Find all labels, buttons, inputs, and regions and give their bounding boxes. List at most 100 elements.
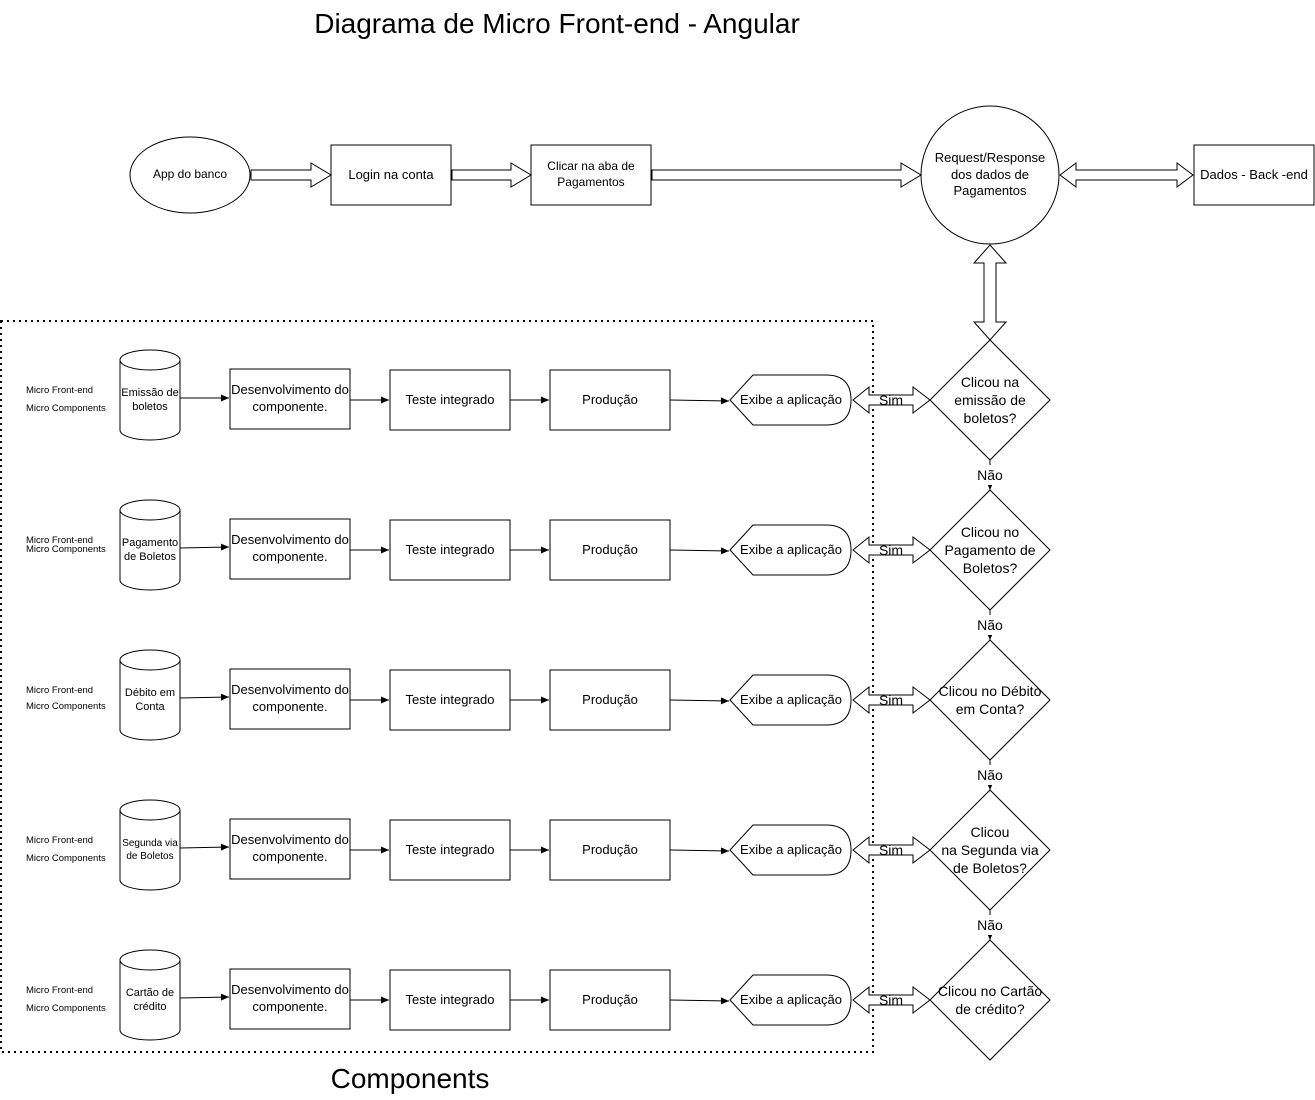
database-cylinder [119, 949, 181, 1041]
teste-label: Teste integrado [405, 841, 495, 857]
display-shape [729, 524, 852, 576]
decision-label: Clicou na Segunda via de Boletos? [941, 823, 1039, 877]
teste-label: Teste integrado [405, 691, 495, 707]
arrow-prod-exibe [669, 847, 730, 855]
prod-box [549, 369, 671, 431]
database-label: Cartão de crédito [125, 986, 175, 1013]
flow-arrow-request-backend [1059, 162, 1194, 188]
arrow-prod-exibe [669, 547, 730, 555]
dev-label: Desenvolvimento do componente. [231, 982, 349, 1014]
dev-label: Desenvolvimento do componente. [231, 382, 349, 414]
side-label-micro-components: Micro Components [26, 701, 106, 712]
prod-box [549, 669, 671, 731]
prod-label: Produção [582, 391, 638, 407]
teste-label: Teste integrado [405, 391, 495, 407]
display-shape [729, 674, 852, 726]
decision-label: Clicou no Cartão de crédito? [937, 982, 1043, 1017]
teste-box [389, 819, 511, 881]
exibe-label: Exibe a aplicação [740, 991, 842, 1007]
prod-label: Produção [582, 691, 638, 707]
arrow-prod-exibe [669, 997, 730, 1005]
sim-label: Sim [878, 691, 904, 708]
database-label: Segunda via de Boletos [122, 838, 178, 862]
database-label: Emissão de boletos [121, 386, 179, 413]
teste-label: Teste integrado [405, 541, 495, 557]
sim-label: Sim [878, 841, 904, 858]
flow-arrow-app-login [250, 162, 332, 188]
arrow-db-dev [179, 543, 230, 551]
dev-box [229, 968, 351, 1030]
database-cylinder-rim [119, 959, 181, 971]
side-label-micro-front-end: Micro Front-end [26, 985, 94, 996]
sim-label: Sim [878, 991, 904, 1008]
exibe-label: Exibe a aplicação [740, 541, 842, 557]
dev-label: Desenvolvimento do componente. [231, 832, 349, 864]
decision-label: Clicou na emissão de boletos? [954, 373, 1026, 427]
arrow-db-dev [179, 693, 230, 701]
dev-box [229, 668, 351, 730]
database-cylinder-rim [119, 509, 181, 521]
side-label-micro-components: Micro Components [26, 544, 106, 555]
decision-label: Clicou no Pagamento de Boletos? [944, 523, 1036, 577]
decision-diamond [929, 939, 1051, 1061]
dev-box [229, 368, 351, 430]
arrow-db-dev [179, 843, 230, 851]
exibe-label: Exibe a aplicação [740, 841, 842, 857]
display-shape [729, 974, 852, 1026]
nao-label: Não [970, 765, 1010, 785]
side-label-micro-components: Micro Components [26, 1003, 106, 1014]
database-cylinder [119, 349, 181, 441]
clicar-label: Clicar na aba de Pagamentos [547, 159, 635, 189]
request-label: Request/Response dos dados de Pagamentos [934, 149, 1046, 199]
database-label: Débito em Conta [124, 686, 176, 713]
display-shape [729, 374, 852, 426]
dev-label: Desenvolvimento do componente. [231, 682, 349, 714]
side-label-micro-components: Micro Components [26, 403, 106, 414]
side-label-micro-front-end: Micro Front-end [26, 385, 94, 396]
flow-arrow-login-clicar [451, 162, 532, 188]
display-shape [729, 824, 852, 876]
side-label-micro-front-end: Micro Front-end [26, 685, 94, 696]
side-label-micro-front-end: Micro Front-end [26, 835, 94, 846]
teste-box [389, 669, 511, 731]
database-cylinder-rim [119, 359, 181, 371]
backend-box [1193, 144, 1315, 206]
flow-arrow-clicar-request [651, 162, 922, 188]
login-box [330, 144, 452, 206]
side-label-micro-components: Micro Components [26, 853, 106, 864]
login-label: Login na conta [348, 166, 434, 182]
exibe-label: Exibe a aplicação [740, 391, 842, 407]
app-label: App do banco [152, 167, 228, 182]
sim-label: Sim [878, 541, 904, 558]
database-cylinder [119, 649, 181, 741]
database-cylinder [119, 799, 181, 891]
page-title: Diagrama de Micro Front-end - Angular [314, 7, 800, 39]
nao-label: Não [970, 615, 1010, 635]
exibe-label: Exibe a aplicação [740, 691, 842, 707]
prod-label: Produção [582, 991, 638, 1007]
dev-box [229, 818, 351, 880]
prod-label: Produção [582, 541, 638, 557]
teste-label: Teste integrado [405, 991, 495, 1007]
teste-box [389, 969, 511, 1031]
database-label: Pagamento de Boletos [121, 536, 179, 563]
database-cylinder-rim [119, 659, 181, 671]
components-label: Components [330, 1062, 490, 1094]
clicar-box [530, 144, 652, 206]
sim-label: Sim [878, 391, 904, 408]
components-boundary [0, 320, 874, 1053]
nao-label: Não [970, 465, 1010, 485]
arrow-db-dev [179, 993, 230, 1001]
prod-box [549, 519, 671, 581]
database-cylinder-rim [119, 809, 181, 821]
teste-box [389, 519, 511, 581]
decision-label: Clicou no Débito em Conta? [938, 682, 1042, 717]
dev-label: Desenvolvimento do componente. [231, 532, 349, 564]
backend-label: Dados - Back -end [1200, 166, 1308, 182]
prod-label: Produção [582, 841, 638, 857]
prod-box [549, 819, 671, 881]
nao-label: Não [970, 915, 1010, 935]
database-cylinder [119, 499, 181, 591]
side-label-micro-front-end: Micro Front-end [26, 535, 94, 546]
